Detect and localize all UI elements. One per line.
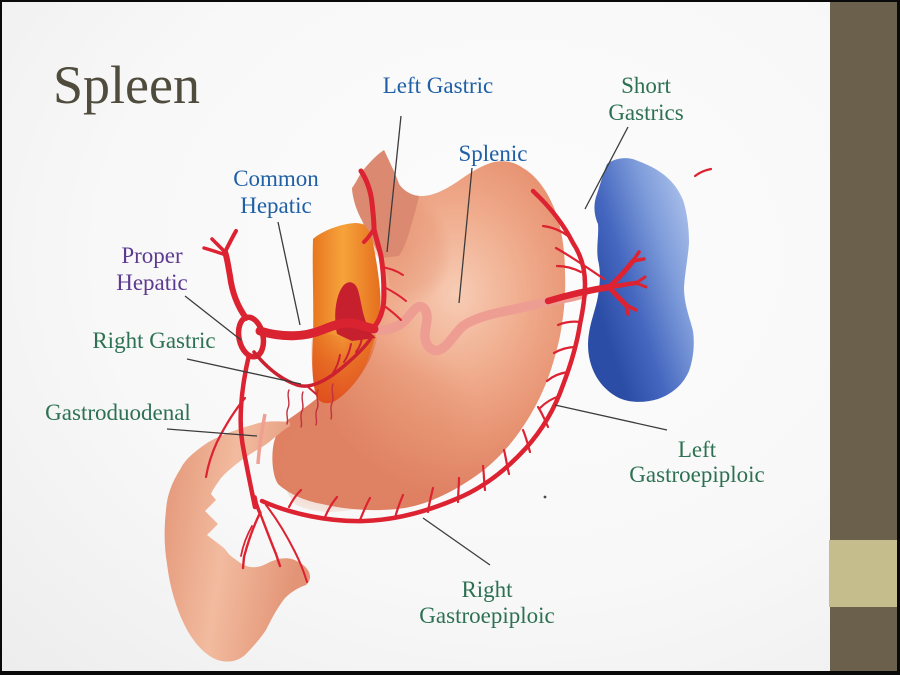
svg-text:Right: Right: [461, 577, 513, 602]
svg-text:Right Gastric: Right Gastric: [92, 328, 215, 353]
svg-text:Common: Common: [233, 166, 319, 191]
svg-text:Hepatic: Hepatic: [240, 193, 312, 218]
svg-text:Gastrics: Gastrics: [608, 100, 683, 125]
svg-text:Gastroepiploic: Gastroepiploic: [629, 462, 764, 487]
svg-text:Spleen: Spleen: [53, 55, 200, 115]
svg-text:Left: Left: [678, 437, 717, 462]
svg-text:Gastroduodenal: Gastroduodenal: [45, 400, 191, 425]
svg-text:Left Gastric: Left Gastric: [383, 73, 493, 98]
svg-text:Splenic: Splenic: [459, 141, 528, 166]
svg-text:Hepatic: Hepatic: [116, 270, 188, 295]
svg-text:Gastroepiploic: Gastroepiploic: [419, 603, 554, 628]
svg-text:Proper: Proper: [121, 243, 183, 268]
svg-text:Short: Short: [621, 73, 671, 98]
